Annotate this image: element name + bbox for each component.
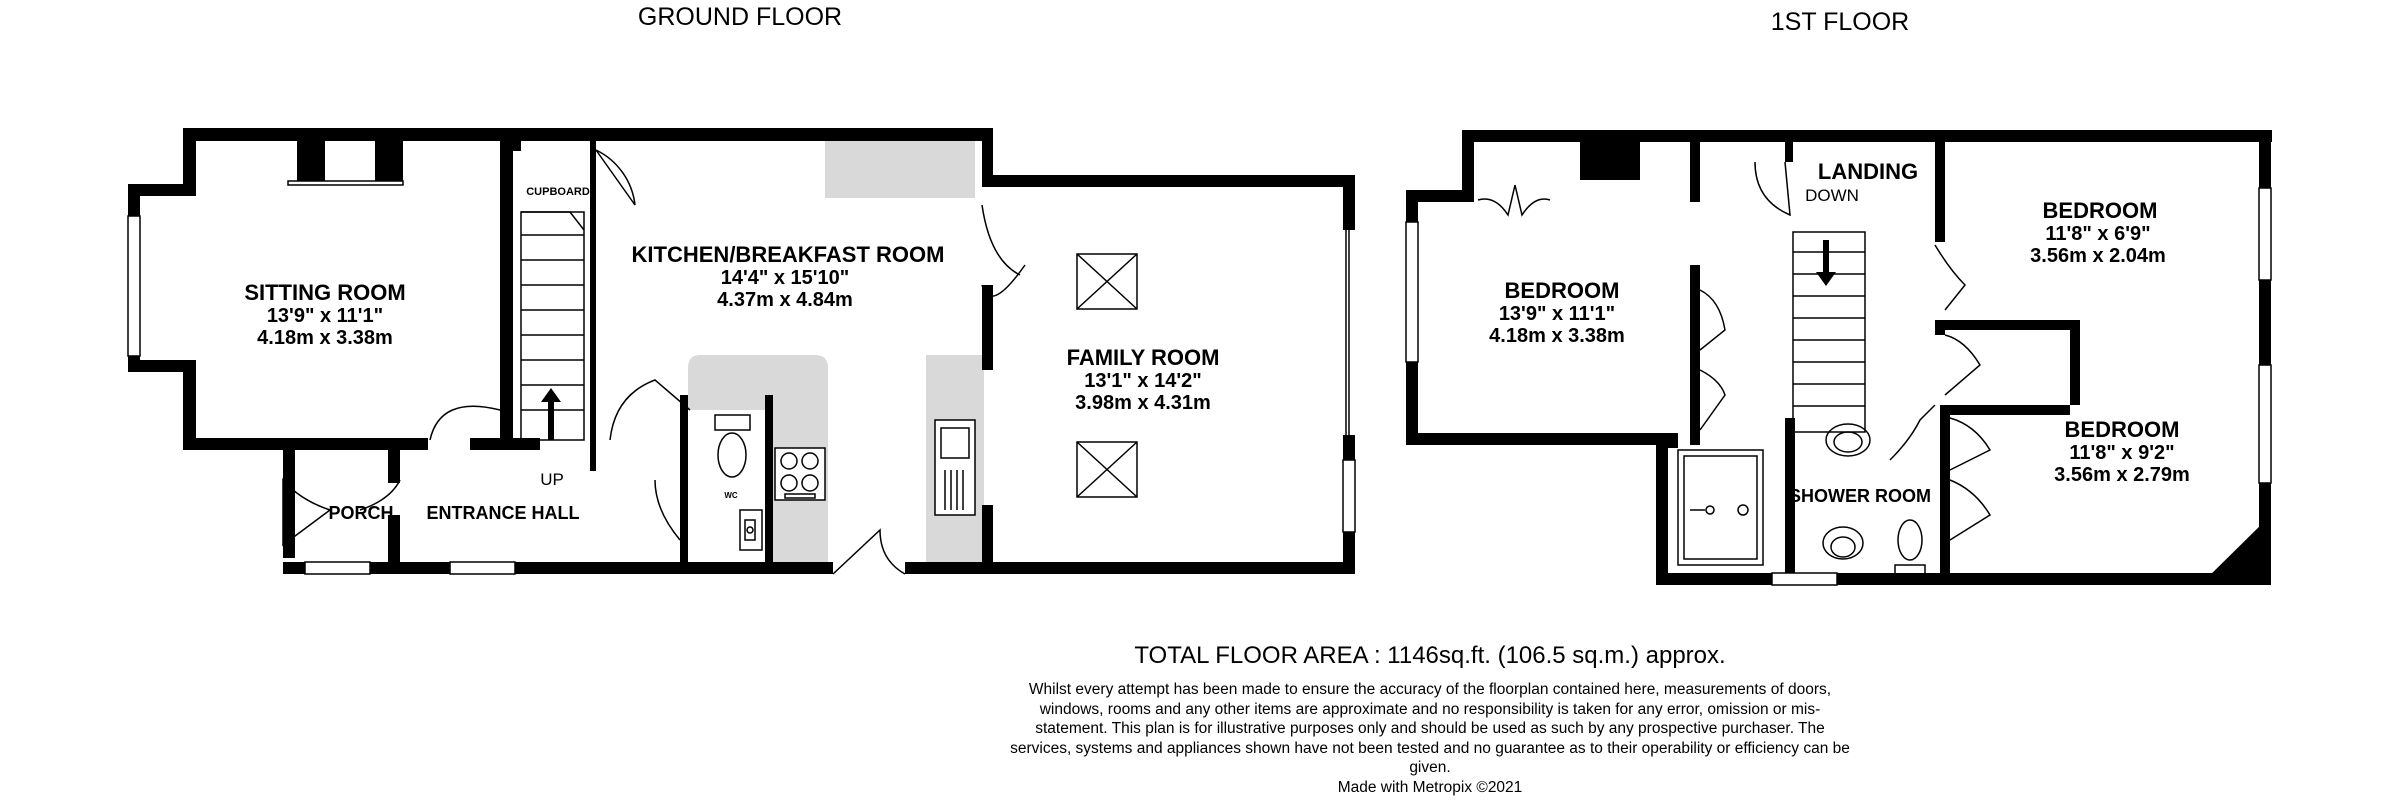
kitchen-worktop-top: [825, 140, 975, 198]
ground-floor-walls: [128, 128, 1355, 574]
ground-floor-title: GROUND FLOOR: [638, 3, 842, 31]
shower-room-window: [1771, 572, 1838, 586]
basin-icon: [1825, 423, 1871, 457]
footer: TOTAL FLOOR AREA : 1146sq.ft. (106.5 sq.…: [780, 642, 2080, 797]
room-dimensions-imperial: 13'9" x 11'1": [1499, 303, 1615, 325]
room-name: BEDROOM: [1505, 278, 1620, 303]
cupboard-label: CUPBOARD: [526, 186, 590, 198]
wc-fixtures: [714, 414, 763, 551]
room-dimensions-metric: 3.98m x 4.31m: [1075, 392, 1211, 414]
porch-label: PORCH: [328, 503, 393, 523]
hob-icon: [774, 447, 826, 501]
room-dimensions-metric: 3.56m x 2.04m: [2030, 245, 2166, 267]
sitting-room-window: [127, 215, 141, 357]
skylight-icon: [1076, 441, 1138, 498]
first-floor: 1ST FLOOR: [1405, 8, 2272, 586]
kitchen-label: KITCHEN/BREAKFAST ROOM 14'4" x 15'10" 4.…: [632, 242, 945, 311]
down-label: DOWN: [1805, 186, 1859, 205]
sitting-room-label: SITTING ROOM 13'9" x 11'1" 4.18m x 3.38m: [244, 280, 405, 349]
first-floor-title: 1ST FLOOR: [1771, 8, 1909, 36]
bedroom-window: [2258, 364, 2272, 484]
total-floor-area: TOTAL FLOOR AREA : 1146sq.ft. (106.5 sq.…: [1134, 642, 1726, 669]
wc-label: WC: [724, 491, 738, 500]
bedroom-window: [1405, 221, 1419, 363]
bedroom-2-label: BEDROOM 11'8" x 6'9" 3.56m x 2.04m: [2030, 198, 2166, 267]
basin-icon: [1822, 526, 1864, 560]
room-dimensions-metric: 4.37m x 4.84m: [717, 289, 853, 311]
entrance-hall-label: ENTRANCE HALL: [427, 503, 580, 523]
room-name: BEDROOM: [2043, 198, 2158, 223]
ground-floor-stairs: [520, 211, 585, 441]
bedroom-3-label: BEDROOM 11'8" x 9'2" 3.56m x 2.79m: [2054, 417, 2190, 486]
room-dimensions-metric: 4.18m x 3.38m: [257, 327, 393, 349]
room-name: FAMILY ROOM: [1067, 345, 1220, 370]
family-room-label: FAMILY ROOM 13'1" x 14'2" 3.98m x 4.31m: [1067, 345, 1220, 414]
first-floor-stairs: [1792, 231, 1866, 433]
room-dimensions-imperial: 11'8" x 6'9": [2045, 223, 2150, 245]
room-name: BEDROOM: [2065, 417, 2180, 442]
room-dimensions-metric: 3.56m x 2.79m: [2054, 464, 2190, 486]
up-label: UP: [540, 470, 564, 489]
toilet-icon: [1894, 519, 1926, 576]
ground-floor: GROUND FLOOR: [127, 3, 1356, 575]
made-with-credit: Made with Metropix ©2021: [1337, 778, 1523, 796]
shower-room-label: SHOWER ROOM: [1789, 486, 1931, 506]
shower-tray-icon: [1677, 449, 1764, 566]
room-dimensions-imperial: 13'1" x 14'2": [1084, 370, 1201, 392]
hall-window: [449, 561, 516, 575]
kitchen-island: [688, 355, 828, 562]
porch-window: [304, 561, 371, 575]
bedroom-1-label: BEDROOM 13'9" x 11'1" 4.18m x 3.38m: [1489, 278, 1625, 347]
family-room-window: [1342, 459, 1356, 533]
disclaimer-text: Whilst every attempt has been made to en…: [1010, 681, 1850, 776]
room-dimensions-imperial: 11'8" x 9'2": [2069, 442, 2174, 464]
room-dimensions-imperial: 13'9" x 11'1": [267, 305, 383, 327]
room-dimensions-imperial: 14'4" x 15'10": [721, 267, 850, 289]
landing-label: LANDING: [1818, 159, 1918, 184]
first-floor-doors: [1477, 161, 1992, 541]
room-name: SITTING ROOM: [244, 280, 405, 305]
ground-floor-doors: [282, 149, 1026, 575]
room-name: KITCHEN/BREAKFAST ROOM: [632, 242, 945, 267]
bedroom-window: [2258, 187, 2272, 281]
room-dimensions-metric: 4.18m x 3.38m: [1489, 325, 1625, 347]
kitchen-sink-icon: [934, 419, 976, 516]
skylight-icon: [1076, 253, 1138, 310]
